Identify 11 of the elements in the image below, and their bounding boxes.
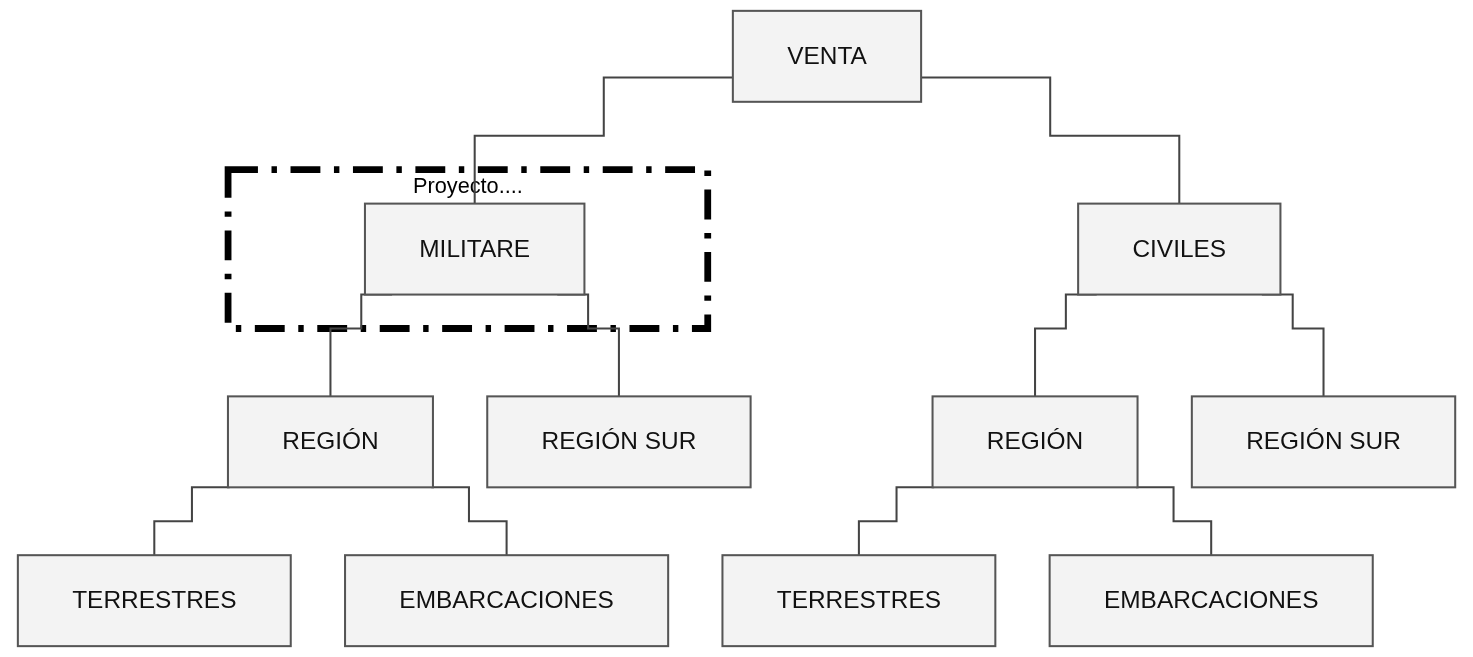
- node-box: REGIÓN SUR: [486, 395, 752, 489]
- node-box: EMBARCACIONES: [344, 554, 670, 648]
- node-box: MILITARE: [363, 202, 586, 296]
- node-box: REGIÓN: [226, 395, 434, 489]
- node-box: TERRESTRES: [721, 554, 997, 648]
- node-box: VENTA: [731, 9, 923, 103]
- node-box: REGIÓN: [931, 395, 1139, 489]
- node-box: CIVILES: [1077, 202, 1282, 296]
- node-box: TERRESTRES: [16, 554, 292, 648]
- node-box: REGIÓN SUR: [1190, 395, 1457, 489]
- node-box: EMBARCACIONES: [1048, 554, 1374, 648]
